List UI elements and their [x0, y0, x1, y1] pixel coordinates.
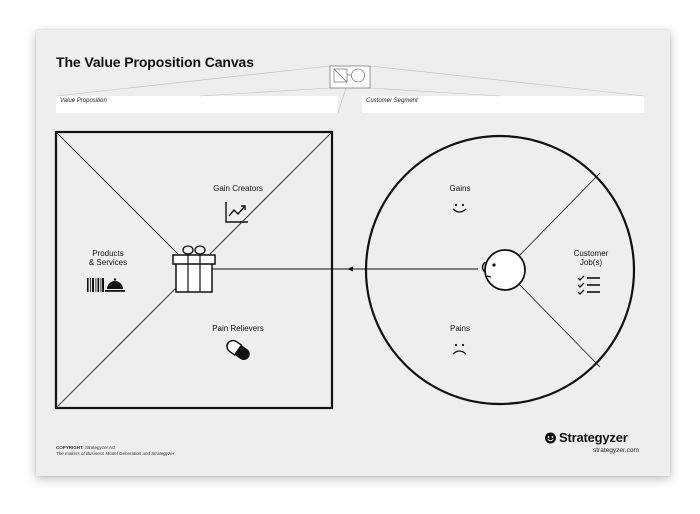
pains-label: Pains — [449, 324, 470, 333]
page-title: The Value Proposition Canvas — [56, 54, 254, 70]
value-map-square — [54, 130, 334, 410]
chart-up-icon — [225, 202, 248, 223]
customer-profile-circle — [364, 134, 636, 406]
smiley-icon — [452, 203, 467, 213]
pill-icon — [226, 339, 250, 361]
brand-wordmark[interactable]: Strategyzer — [559, 430, 628, 445]
pain-relievers-label: Pain Relievers — [212, 324, 264, 333]
gift-icon — [172, 245, 216, 293]
face-profile-icon — [481, 249, 526, 291]
brand-url-link[interactable]: strategyzer.com — [593, 447, 639, 454]
frown-icon — [452, 343, 467, 355]
fit-arrow — [212, 266, 478, 272]
gains-label: Gains — [449, 184, 471, 193]
strategyzer-logo-icon — [545, 432, 556, 444]
thumbnail-guides — [55, 65, 645, 114]
products-services-label: Products & Services — [88, 249, 128, 267]
canvas-thumbnail-icon — [329, 65, 371, 89]
checklist-icon — [577, 275, 600, 295]
barcode-cloche-icon — [87, 278, 125, 292]
copyright-note: Copyright: Strategyzer AG The makers of … — [56, 445, 174, 457]
copyright-owner: Strategyzer AG — [85, 445, 116, 450]
value-proposition-label: Value Proposition — [60, 98, 107, 104]
value-proposition-field[interactable]: Value Proposition — [56, 96, 338, 113]
copyright-tagline: The makers of Business Model Generation … — [56, 451, 175, 456]
copyright-label: Copyright: — [56, 445, 84, 450]
customer-jobs-label: Customer Job(s) — [573, 249, 609, 267]
customer-segment-label: Customer Segment — [366, 98, 418, 104]
customer-segment-field[interactable]: Customer Segment — [362, 96, 644, 113]
gain-creators-label: Gain Creators — [213, 184, 263, 193]
